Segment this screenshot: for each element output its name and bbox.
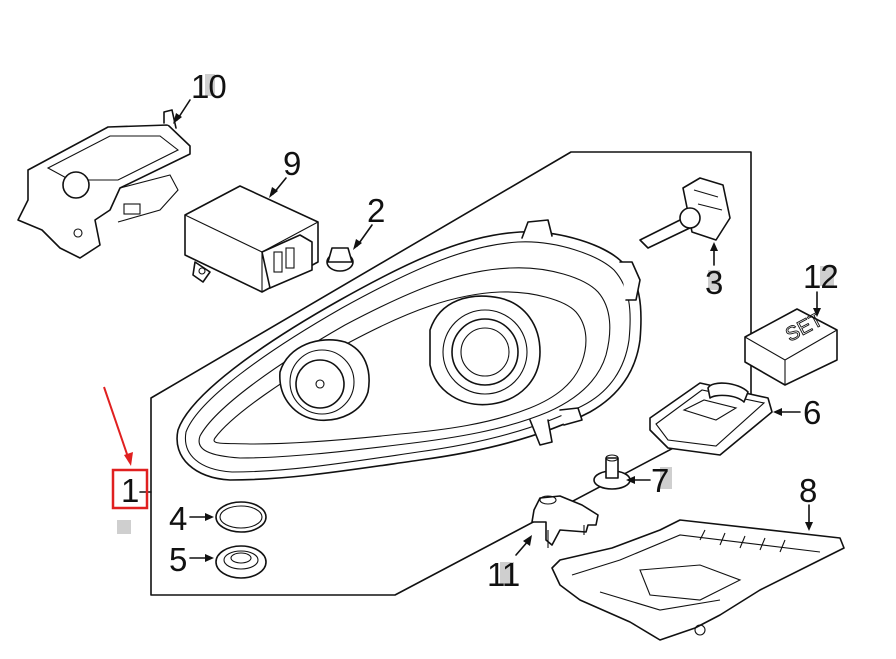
seal-ring-illustration[interactable]: [215, 501, 267, 533]
headlamp-assembly-illustration[interactable]: [176, 219, 642, 481]
control-module-illustration[interactable]: [184, 185, 319, 293]
gray-marker: [708, 270, 720, 290]
highlight-box: [111, 468, 149, 510]
callout-12[interactable]: 12: [803, 258, 839, 295]
callout-1[interactable]: 1: [121, 472, 139, 509]
projector-lens-small: [279, 339, 370, 422]
gray-marker: [205, 74, 215, 96]
callout-11[interactable]: 11: [487, 556, 520, 593]
repair-kit-box[interactable]: SET: [744, 308, 838, 386]
callout-6[interactable]: 6: [803, 394, 821, 431]
callout-8[interactable]: 8: [799, 472, 817, 509]
gray-marker: [117, 520, 131, 534]
ballast-illustration[interactable]: [649, 382, 773, 456]
highlight-arrow: [103, 386, 130, 461]
highlight-arrowhead: [124, 452, 133, 466]
callout-3[interactable]: 3: [705, 264, 723, 301]
highlight-annotation: [103, 386, 149, 510]
lower-cover-illustration[interactable]: [551, 519, 845, 641]
gray-marker: [660, 467, 672, 489]
seal-grommet-illustration[interactable]: [215, 545, 267, 579]
gray-marker: [500, 562, 514, 584]
callout-2[interactable]: 2: [367, 192, 385, 229]
xenon-bulb-illustration[interactable]: [639, 177, 731, 249]
projector-lens-large: [429, 295, 541, 406]
gray-marker: [820, 266, 834, 286]
callout-9[interactable]: 9: [283, 145, 301, 182]
grommet-illustration[interactable]: [326, 247, 354, 272]
adjuster-illustration[interactable]: [531, 495, 599, 548]
mounting-bolt-illustration[interactable]: [593, 454, 631, 490]
bracket-illustration[interactable]: [17, 109, 191, 259]
callout-10[interactable]: 10: [191, 68, 227, 105]
callout-4[interactable]: 4: [169, 500, 187, 537]
callout-7[interactable]: 7: [651, 462, 669, 499]
callout-5[interactable]: 5: [169, 541, 187, 578]
